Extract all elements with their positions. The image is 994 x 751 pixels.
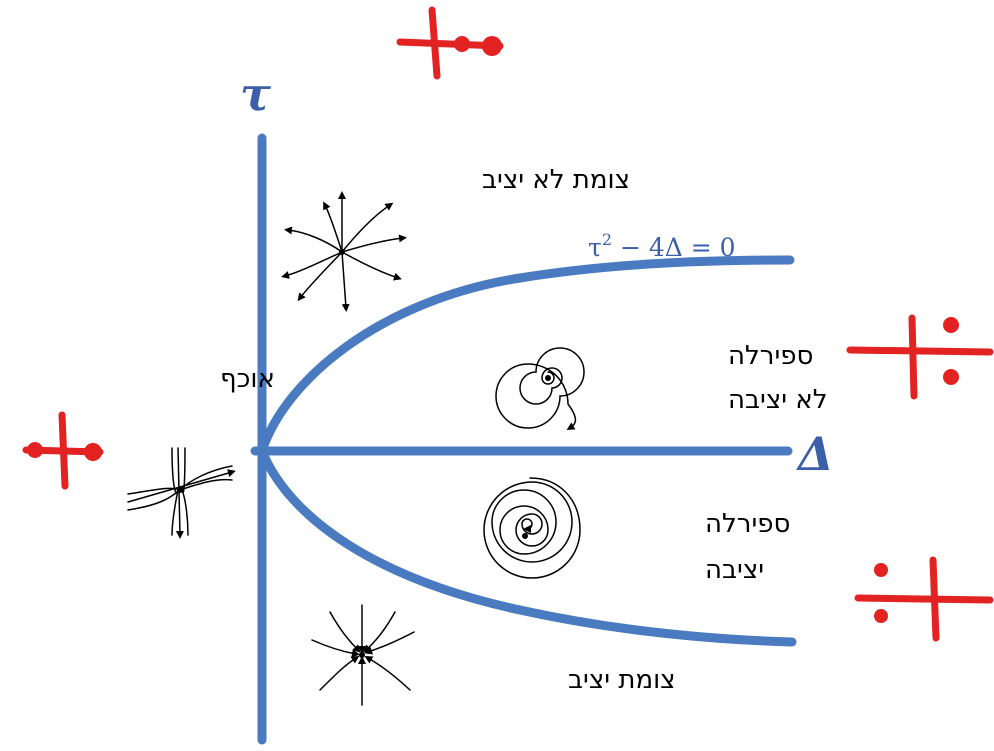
unstable-spiral-label-line1: ספירלה xyxy=(728,341,813,371)
tau-axis-label: τ xyxy=(240,67,271,121)
saddle-portrait xyxy=(127,447,236,539)
curve-equation-rest: − 4Δ = 0 xyxy=(612,233,736,262)
red-annotation-right-upper xyxy=(846,314,994,400)
unstable-spiral-label-line2: לא יציבה xyxy=(728,385,828,415)
stable-node-label: צומת יציב xyxy=(568,665,676,695)
stable-spiral-label-line1: ספירלה xyxy=(705,509,790,539)
stable-spiral-label-line2: יציבה xyxy=(705,555,764,585)
saddle-label: אוכף xyxy=(220,364,275,394)
curve-equation-sup: 2 xyxy=(602,230,612,249)
red-annotation-top xyxy=(396,6,504,80)
delta-axis-label: Δ xyxy=(796,427,834,481)
curve-equation: τ2 − 4Δ = 0 xyxy=(588,230,736,262)
curve-equation-main: τ xyxy=(588,233,602,262)
parabola-lower-branch xyxy=(257,446,797,647)
stable-node-portrait xyxy=(311,604,415,706)
red-annotation-left xyxy=(22,411,104,490)
parabola-upper-branch xyxy=(257,255,795,456)
unstable-spiral-portrait xyxy=(495,347,585,431)
stable-spiral-portrait xyxy=(483,477,581,579)
unstable-node-label: צומת לא יציב xyxy=(482,165,630,195)
red-annotation-right-lower xyxy=(854,556,994,642)
unstable-node-portrait xyxy=(281,191,407,312)
